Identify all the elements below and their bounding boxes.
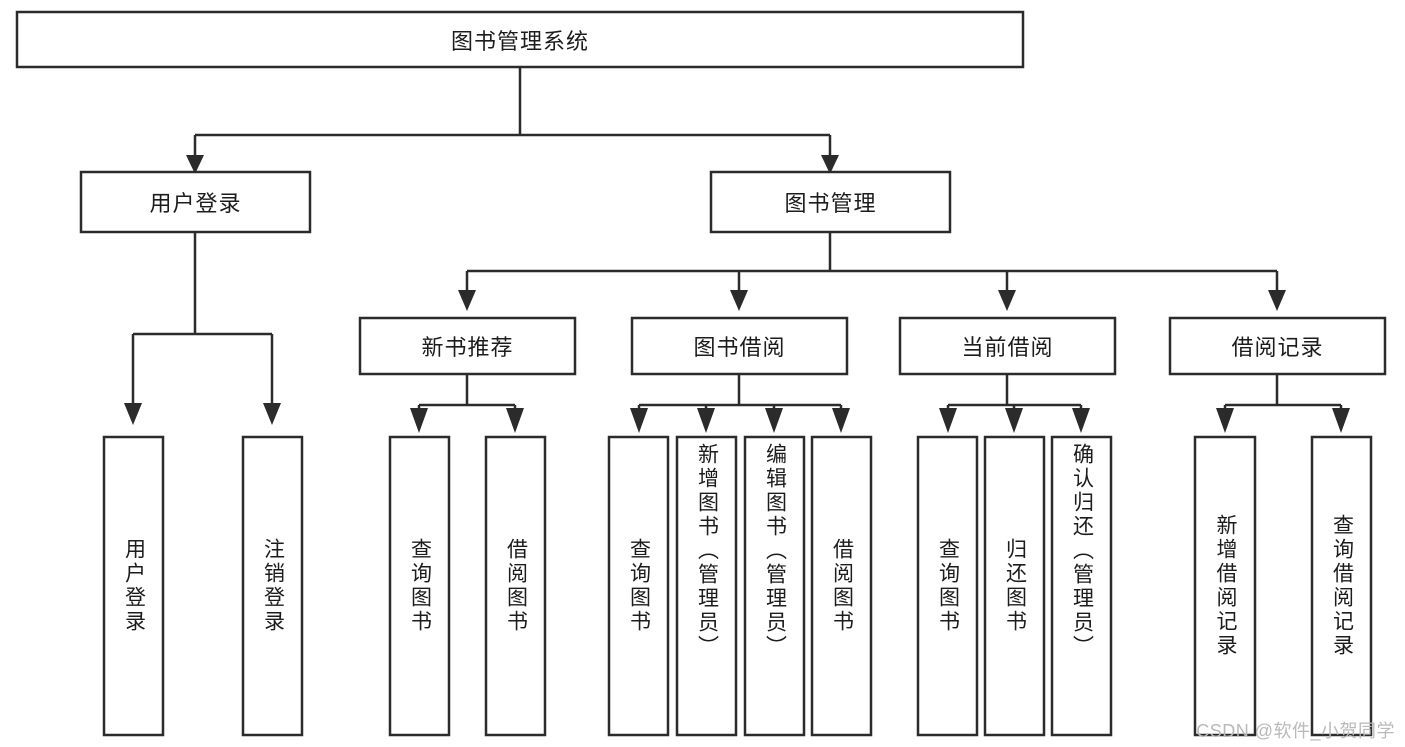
arrowhead-borrow-record (1268, 290, 1286, 311)
arrowhead-leaf-query-book-1 (410, 408, 428, 433)
leaf-box-query-book-3[interactable] (916, 435, 979, 737)
leaf-box-logout[interactable] (241, 435, 304, 737)
arrowhead-leaf-confirm-return (1072, 408, 1090, 433)
arrowhead-leaf-add-record (1216, 408, 1234, 433)
connector-newbook-to-leaves (410, 374, 524, 433)
arrowhead-leaf-borrow-book-1 (506, 408, 524, 433)
arrowhead-leaf-edit-book (765, 408, 783, 433)
arrowhead-user-login (186, 155, 204, 174)
connector-bookborrow-to-leaves (630, 374, 850, 433)
connector-borrowrecord-to-leaves (1216, 374, 1350, 433)
leaf-box-query-book-2[interactable] (607, 435, 670, 737)
connector-bookmanage-to-level3 (458, 232, 1286, 311)
node-root[interactable] (15, 10, 1025, 69)
node-borrow-record[interactable] (1168, 316, 1387, 376)
node-new-book-recommend[interactable] (358, 316, 577, 376)
connector-root-to-level2 (186, 67, 839, 174)
arrowhead-leaf-query-record (1332, 408, 1350, 433)
arrowhead-book-manage (821, 155, 839, 174)
leaf-box-add-book[interactable] (675, 435, 738, 737)
leaf-box-add-record[interactable] (1193, 435, 1257, 737)
arrowhead-book-borrow (730, 290, 748, 311)
leaf-box-query-book-1[interactable] (388, 435, 451, 737)
connector-userlogin-to-leaves (124, 232, 281, 425)
leaf-box-query-record[interactable] (1310, 435, 1373, 737)
leaf-box-borrow-book-1[interactable] (484, 435, 547, 737)
arrowhead-current-borrow (998, 290, 1016, 311)
leaf-box-confirm-return[interactable] (1050, 435, 1113, 737)
arrowhead-leaf-logout (263, 403, 281, 425)
leaf-box-user-login[interactable] (102, 435, 165, 737)
leaf-box-borrow-book-2[interactable] (810, 435, 873, 737)
arrowhead-new-book (458, 290, 476, 311)
arrowhead-leaf-borrow-book-2 (832, 408, 850, 433)
node-user-login[interactable] (79, 170, 312, 234)
arrowhead-leaf-query-book-2 (630, 408, 648, 433)
leaf-box-edit-book[interactable] (743, 435, 806, 737)
node-book-manage[interactable] (709, 170, 952, 234)
arrowhead-leaf-user-login (124, 403, 142, 425)
leaf-box-return-book[interactable] (983, 435, 1046, 737)
node-current-borrow[interactable] (898, 316, 1117, 376)
node-book-borrow[interactable] (630, 316, 849, 376)
connector-currentborrow-to-leaves (939, 374, 1090, 433)
arrowhead-leaf-query-book-3 (939, 408, 957, 433)
arrowhead-leaf-add-book (697, 408, 715, 433)
arrowhead-leaf-return-book (1005, 408, 1023, 433)
